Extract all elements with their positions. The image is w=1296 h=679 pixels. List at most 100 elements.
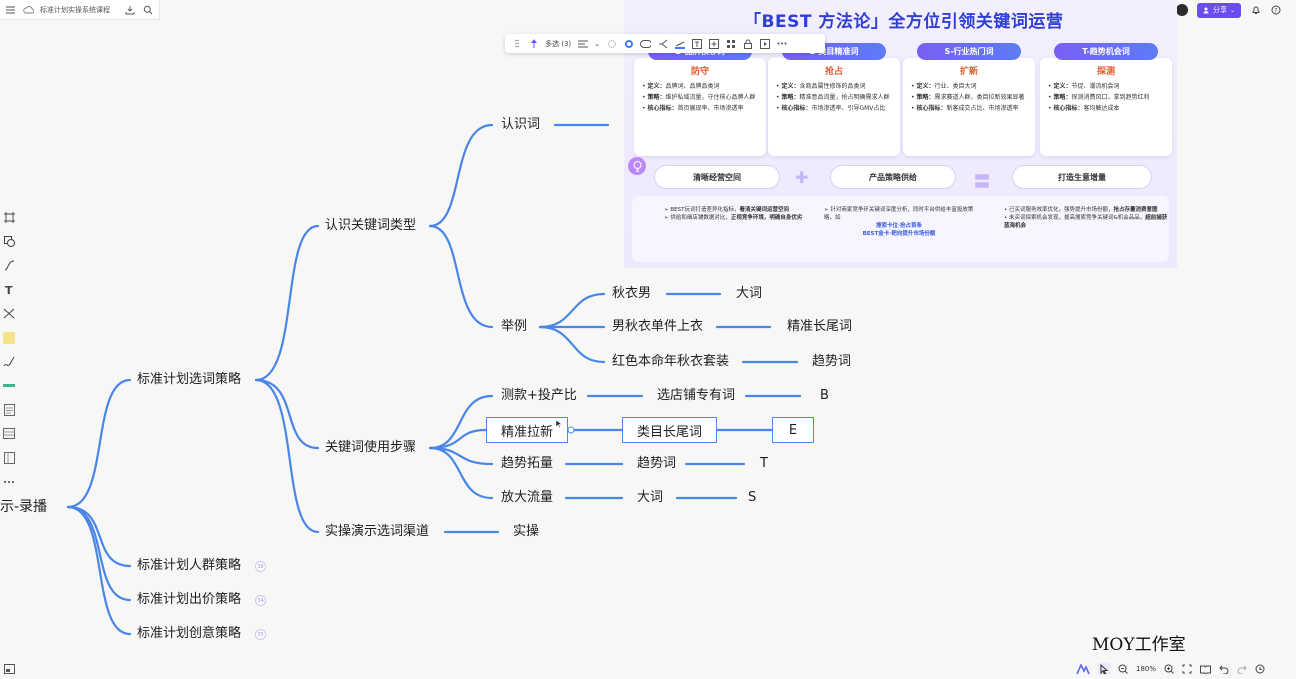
node-step-3-code[interactable]: T [760,456,768,471]
node-step-4-code[interactable]: S [748,490,757,505]
node-examples[interactable]: 举例 [501,319,528,334]
pointer-tool-icon[interactable] [1098,663,1110,675]
insert-node-icon[interactable] [708,38,719,49]
node-step-1-words[interactable]: 选店铺专有词 [657,388,736,403]
node-channel-demo[interactable]: 实操演示选词渠道 [325,524,430,539]
chevron-down-icon[interactable]: ⌄ [594,39,601,48]
node-keyword-types[interactable]: 认识关键词类型 [325,218,417,233]
node-step-1-code[interactable]: B [820,388,829,403]
help-icon[interactable]: ? [1270,5,1281,16]
node-step-3-words[interactable]: 趋势词 [637,456,677,471]
layout-icon[interactable] [725,38,736,49]
shape-icon[interactable] [2,234,16,249]
node-example-2-type[interactable]: 精准长尾词 [787,319,853,334]
node-bid-strategy[interactable]: 标准计划出价策略 [137,592,242,607]
more-options-icon[interactable] [776,38,787,49]
column-head-s: S-行业热门词 [917,43,1021,60]
zoom-in-icon[interactable] [1164,664,1174,674]
column-line: • 核心指标：首页展现率、市场渗透率 [642,105,744,112]
node-brand-words[interactable]: 认识词 [501,117,541,132]
text-icon[interactable]: T [2,282,16,297]
download-icon[interactable] [124,4,136,16]
column-line: • 核心指标：客均触达成本 [1048,105,1120,112]
resize-handle-icon[interactable] [567,426,575,434]
mindmap-icon[interactable] [2,306,16,321]
branch-style-icon[interactable] [657,38,668,49]
node-step-4-words[interactable]: 大词 [637,490,664,505]
node-step-4[interactable]: 放大流量 [501,490,554,505]
mindmap-root[interactable]: 示-录播 [0,499,48,515]
node-step-1[interactable]: 测款+投产比 [501,388,577,403]
text-format-icon[interactable] [691,38,702,49]
svg-text:T: T [5,284,13,295]
frame-icon[interactable] [2,210,16,225]
collapsed-count-badge[interactable]: 34 [255,595,266,606]
divider-icon[interactable] [2,378,16,393]
collapsed-count-badge[interactable]: 35 [255,629,266,640]
minimap-icon[interactable] [2,662,16,676]
node-step-3[interactable]: 趋势拓量 [501,456,554,471]
sticky-note-icon[interactable] [2,330,16,345]
template-icon[interactable] [2,450,16,465]
column-action: 防守 [690,67,709,77]
zoom-level[interactable]: 180% [1136,665,1157,673]
svg-text:?: ? [1274,7,1277,14]
slide-bottom-panel [632,196,1169,262]
history-icon[interactable] [1255,664,1265,674]
user-avatar[interactable] [1176,4,1188,16]
node-example-1-type[interactable]: 大词 [736,286,763,301]
fill-color-icon[interactable] [623,38,634,49]
share-button[interactable]: 分享 ⌄ [1197,2,1242,18]
node-select-strategy[interactable]: 标准计划选词策略 [137,372,242,387]
cloud-icon [22,4,34,16]
lock-icon[interactable] [742,38,753,49]
fit-screen-icon[interactable] [1182,664,1192,674]
drag-handle-icon[interactable] [511,38,522,49]
ai-logo-icon[interactable] [1076,663,1090,675]
zoom-out-icon[interactable] [1118,664,1128,674]
plus-icon: ✚ [795,168,809,187]
embedded-slide-image[interactable]: 「BEST 方法论」全方位引领关键词运营 防守 • 定义：品牌词、品牌品类词 •… [624,0,1177,268]
node-step-2-selected[interactable]: 精准拉新 [486,417,568,443]
multi-select-label[interactable]: 多选 (3) [545,39,572,48]
column-action: 探测 [1096,67,1115,77]
ring-icon[interactable] [606,38,617,49]
node-creative-strategy[interactable]: 标准计划创意策略 [137,626,242,641]
document-icon[interactable] [2,402,16,417]
table-icon[interactable] [2,426,16,441]
node-step-2-words-selected[interactable]: 类目长尾词 [622,417,717,443]
column-action: 抢占 [824,67,843,77]
undo-icon[interactable] [1219,665,1229,674]
search-icon[interactable] [142,4,154,16]
book-icon[interactable] [1200,665,1212,674]
column-line: • 定义：品牌词、品牌品类词 [642,83,720,90]
menu-icon[interactable] [4,4,16,16]
bottom-right-toolbar: 180% [1076,659,1296,679]
node-example-2[interactable]: 男秋衣单件上衣 [612,319,704,334]
collapsed-count-badge[interactable]: 38 [255,561,266,572]
mouse-cursor-icon [555,419,563,429]
pen-icon[interactable] [2,354,16,369]
lightbulb-icon [628,157,646,175]
node-step-2-code-selected[interactable]: E [772,417,814,443]
watermark: MOY工作室 [1092,635,1186,655]
node-example-3[interactable]: 红色本命年秋衣套装 [612,354,730,369]
line-style-icon[interactable] [674,38,685,49]
align-icon[interactable] [577,38,588,49]
column-line: • 定义：行业、类目大词 [911,83,977,90]
redo-icon[interactable] [1237,665,1247,674]
node-audience-strategy[interactable]: 标准计划人群策略 [137,558,242,573]
document-title[interactable]: 标准计划实操系统课程 [40,5,110,14]
connector-icon[interactable] [2,258,16,273]
pill-shape-icon[interactable] [640,38,652,49]
more-icon[interactable] [2,474,16,489]
node-keyword-steps[interactable]: 关键词使用步骤 [325,440,417,455]
node-example-1[interactable]: 秋衣男 [612,286,652,301]
node-practice[interactable]: 实操 [513,524,540,539]
node-example-3-type[interactable]: 趋势词 [812,354,852,369]
left-toolbar: T [0,210,18,489]
bell-icon[interactable] [1250,5,1261,16]
slide-column-e: 抢占 • 定义：含商品属性修饰的品类词 • 策略：精准意品流量，抢占明确需求人群… [768,58,900,156]
present-icon[interactable] [759,38,770,49]
pin-icon[interactable] [528,38,539,49]
